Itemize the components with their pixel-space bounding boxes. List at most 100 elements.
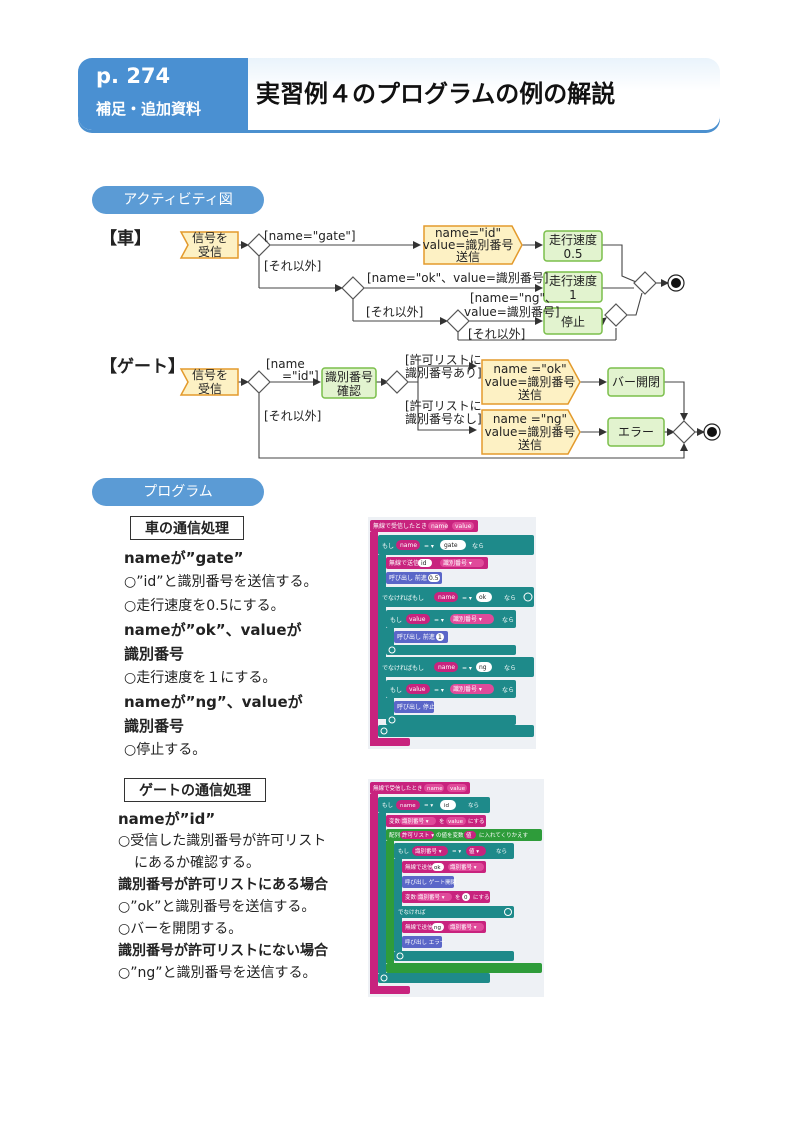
- svg-text:走行速度: 走行速度: [549, 273, 597, 288]
- svg-text:= ▾: = ▾: [434, 617, 444, 624]
- svg-text:識別番号なし]: 識別番号なし]: [405, 412, 482, 426]
- header-tab: p. 274 補足・追加資料: [78, 58, 248, 130]
- svg-text:ng: ng: [479, 664, 487, 671]
- gate-decision-2: [385, 370, 409, 394]
- svg-text:でなければもし: でなければもし: [382, 664, 424, 672]
- svg-text:識別番号 ▾: 識別番号 ▾: [450, 863, 477, 871]
- svg-text:識別番号 ▾: 識別番号 ▾: [402, 817, 429, 825]
- svg-text:[許可リストに: [許可リストに: [405, 353, 482, 367]
- car-heading: 車の通信処理: [130, 516, 244, 540]
- svg-text:許可リスト ▾: 許可リスト ▾: [402, 831, 434, 839]
- svg-text:= ▾: = ▾: [424, 803, 433, 809]
- gate-error-label: エラー: [618, 425, 654, 439]
- svg-text:識別番号: 識別番号: [325, 370, 373, 384]
- svg-text:[許可リストに: [許可リストに: [405, 399, 482, 413]
- car-line: ○”id”と識別番号を送信する。: [124, 574, 318, 590]
- svg-text:に入れてくりかえす: に入れてくりかえす: [479, 832, 529, 839]
- svg-text:無線で受信したとき: 無線で受信したとき: [373, 784, 423, 792]
- svg-text:= ▾: = ▾: [462, 665, 472, 672]
- gate-text-block: ゲートの通信処理 nameが”id” ○受信した識別番号が許可リスト にあるか確…: [118, 778, 358, 984]
- gate-line: ○”ok”と識別番号を送信する。: [118, 899, 316, 915]
- gate-send-ok-node: [481, 359, 581, 405]
- car-guard-else3: [それ以外]: [468, 327, 525, 341]
- svg-text:0.5: 0.5: [563, 247, 582, 261]
- gate-line: nameが”id”: [118, 810, 216, 828]
- svg-text:name: name: [400, 542, 417, 549]
- car-decision-3: [446, 309, 470, 333]
- gate-program-screenshot: 無線で受信したとき name value もし name = ▾ id なら 変…: [368, 779, 544, 997]
- svg-text:識別番号 ▾: 識別番号 ▾: [415, 847, 442, 855]
- car-line: nameが”ng”、valueが: [124, 693, 303, 711]
- svg-text:name ="ok": name ="ok": [493, 362, 566, 376]
- svg-text:1: 1: [569, 288, 577, 302]
- svg-text:[name: [name: [266, 357, 305, 371]
- svg-text:受信: 受信: [198, 382, 222, 396]
- car-line: ○停止する。: [124, 742, 207, 758]
- car-speed05-node: [543, 230, 603, 262]
- gate-merge: [672, 420, 696, 444]
- svg-text:もし: もし: [382, 802, 393, 809]
- svg-text:なら: なら: [504, 595, 516, 602]
- svg-text:無線で受信したとき: 無線で受信したとき: [373, 522, 427, 530]
- car-line: nameが”ok”、valueが: [124, 621, 302, 639]
- car-stop-label: 停止: [561, 314, 585, 329]
- svg-text:[name="ng"、: [name="ng"、: [470, 291, 557, 305]
- car-send-id-node: [423, 225, 523, 265]
- svg-text:送信: 送信: [518, 387, 542, 402]
- gate-line: 識別番号が許可リストにある場合: [118, 877, 328, 893]
- svg-text:= ▾: = ▾: [424, 543, 434, 550]
- svg-text:0.5: 0.5: [429, 575, 439, 582]
- gate-error-node: [607, 417, 665, 447]
- car-guard-ok: [name="ok"、value=識別番号]: [367, 271, 549, 285]
- page-title: 実習例４のプログラムの例の解説: [256, 80, 616, 108]
- svg-text:を: を: [439, 818, 445, 825]
- svg-text:なら: なら: [496, 848, 507, 855]
- gate-heading: ゲートの通信処理: [124, 778, 266, 802]
- svg-text:呼び出し ゲート開閉: 呼び出し ゲート開閉: [405, 878, 457, 886]
- car-merge-2: [633, 271, 657, 295]
- car-guard-gate: [name="gate"]: [264, 229, 356, 243]
- svg-text:ok: ok: [434, 865, 441, 871]
- car-line: 識別番号: [124, 717, 185, 735]
- svg-text:値: 値: [466, 831, 472, 839]
- svg-text:name: name: [438, 594, 455, 601]
- car-stop-node: [543, 307, 603, 335]
- svg-text:を: を: [455, 894, 461, 901]
- header-subtitle: 補足・追加資料: [96, 100, 202, 118]
- car-decision-1: [247, 233, 271, 257]
- svg-text:値 ▾: 値 ▾: [469, 847, 479, 855]
- svg-text:呼び出し エラー: 呼び出し エラー: [405, 938, 445, 946]
- svg-text:= ▾: = ▾: [462, 595, 472, 602]
- svg-text:なら: なら: [468, 802, 479, 809]
- car-program-screenshot: 無線で受信したとき name value もし name = ▾ gate なら…: [368, 517, 536, 749]
- section-activity: アクティビティ図: [92, 186, 264, 214]
- svg-text:value: value: [455, 523, 472, 530]
- svg-text:呼び出し 停止: 呼び出し 停止: [397, 703, 435, 711]
- svg-text:識別番号 ▾: 識別番号 ▾: [418, 893, 445, 901]
- svg-text:送信: 送信: [518, 437, 542, 452]
- car-speed1-node: [543, 271, 603, 303]
- car-decision-2: [341, 276, 365, 300]
- svg-text:value=識別番号: value=識別番号: [485, 425, 576, 439]
- svg-text:もし: もし: [382, 543, 394, 550]
- svg-text:name: name: [400, 803, 416, 809]
- svg-text:1: 1: [438, 634, 442, 641]
- svg-text:にする: にする: [468, 818, 485, 825]
- svg-text:受信: 受信: [198, 245, 222, 259]
- gate-line: 識別番号が許可リストにない場合: [118, 943, 328, 959]
- svg-text:name ="ng": name ="ng": [493, 412, 567, 426]
- svg-text:name: name: [427, 786, 443, 792]
- svg-text:value=識別番号]: value=識別番号]: [464, 305, 560, 319]
- svg-text:でなければもし: でなければもし: [382, 594, 424, 602]
- svg-text:value=識別番号: value=識別番号: [423, 238, 514, 252]
- svg-text:変数: 変数: [389, 817, 401, 825]
- gate-line: ○バーを開閉する。: [118, 921, 243, 937]
- gate-open-label: バー開閉: [612, 375, 660, 389]
- svg-text:無線で送信: 無線で送信: [389, 559, 419, 567]
- svg-text:送信: 送信: [456, 249, 480, 264]
- svg-text:信号を: 信号を: [192, 231, 228, 245]
- svg-text:="id"]: ="id"]: [282, 369, 319, 383]
- page-header: p. 274 補足・追加資料 実習例４のプログラムの例の解説: [78, 58, 720, 130]
- svg-text:value=識別番号: value=識別番号: [485, 375, 576, 389]
- svg-text:識別番号あり]: 識別番号あり]: [405, 366, 482, 380]
